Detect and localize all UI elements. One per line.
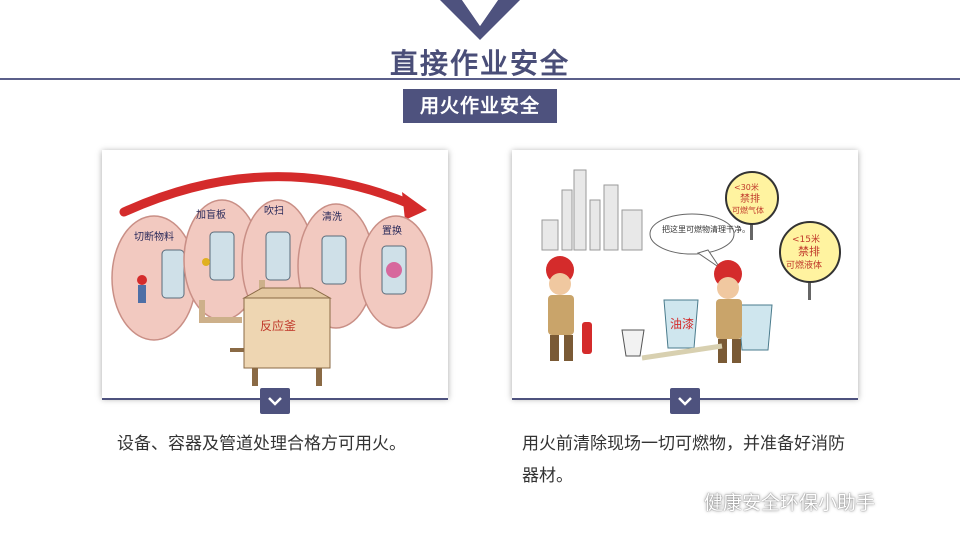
card-2-caption: 用火前清除现场一切可燃物，并准备好消防器材。 [522, 434, 845, 486]
step-bubble-cut-off: 切断物料 [111, 215, 197, 341]
chevron-down-icon [260, 388, 290, 414]
sign-line2: 可燃液体 [786, 259, 822, 271]
sign-line1: 禁排 [798, 244, 820, 258]
card-1-caption: 设备、容器及管道处理合格方可用火。 [117, 434, 406, 454]
site-clearing-illustration: 把这里可燃物清理干净。 <30米 禁排 可燃气体 <15米 禁排 可燃液体 [541, 169, 841, 363]
watermark: 健康安全环保小助手 [668, 488, 875, 515]
paint-drums: 油漆 [663, 299, 773, 351]
sign-line2: 可燃气体 [732, 205, 764, 215]
step-label: 切断物料 [134, 230, 174, 243]
sign-distance: <30米 [734, 182, 759, 192]
drum-label: 油漆 [670, 317, 694, 331]
factory-background [541, 169, 643, 251]
wechat-icon [668, 490, 697, 512]
step-label: 吹扫 [264, 204, 284, 217]
equipment-process-illustration: 切断物料 加盲板 吹扫 清洗 置换 [111, 172, 433, 386]
chevron-down-icon [670, 388, 700, 414]
worker-right [714, 260, 742, 363]
speech-text: 把这里可燃物清理干净。 [662, 224, 750, 234]
step-bubble-blind-plate: 加盲板 [183, 199, 261, 321]
warning-sign-liquid: <15米 禁排 可燃液体 [779, 221, 841, 300]
worker-left [546, 256, 574, 361]
step-label: 置换 [382, 224, 402, 237]
step-bubble-replace: 置换 [359, 215, 433, 329]
reactor-tank: 反应釜 [230, 287, 332, 386]
watermark-text: 健康安全环保小助手 [704, 492, 876, 514]
warning-sign-gas: <30米 禁排 可燃气体 [725, 171, 779, 240]
page-title: 直接作业安全 [389, 47, 570, 80]
fire-extinguisher-icon [582, 322, 592, 354]
sign-line1: 禁排 [740, 192, 760, 205]
step-label: 加盲板 [196, 208, 226, 221]
chevron-down-icon [440, 0, 520, 40]
speech-bubble: 把这里可燃物清理干净。 [649, 213, 750, 269]
card-equipment-treatment: 切断物料 加盲板 吹扫 清洗 置换 [102, 150, 448, 414]
sign-distance: <15米 [792, 233, 820, 245]
paint-bucket-icon [621, 329, 645, 357]
title-divider [0, 78, 960, 80]
card-clear-combustibles: 把这里可燃物清理干净。 <30米 禁排 可燃气体 <15米 禁排 可燃液体 [512, 150, 858, 414]
section-subtitle: 用火作业安全 [403, 89, 557, 123]
step-label: 清洗 [322, 210, 342, 223]
tank-label: 反应釜 [260, 318, 296, 333]
